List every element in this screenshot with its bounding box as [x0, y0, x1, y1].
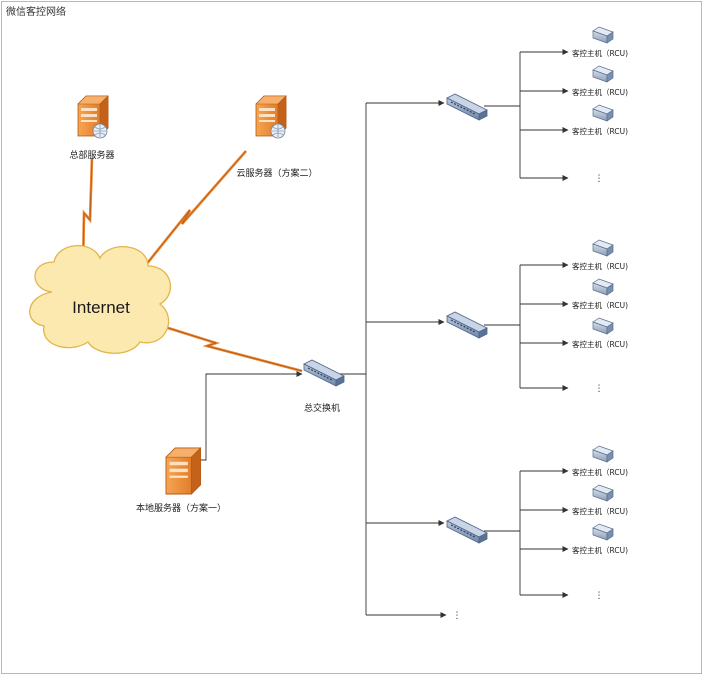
rcu-device-icon: [592, 484, 614, 502]
hq-server-label: 总部服务器: [69, 149, 114, 161]
local-server-label: 本地服务器（方案一）: [136, 502, 226, 514]
connector-lines: [200, 49, 569, 618]
rcu-group-1: 客控主机（RCU) 客控主机（RCU) 客控主机（RCU) ⋮: [572, 26, 628, 184]
rcu-group-2: 客控主机（RCU) 客控主机（RCU) 客控主机（RCU) ⋮: [572, 239, 628, 394]
rcu-device-icon: [592, 523, 614, 541]
network-switch-icon: [303, 359, 345, 387]
rcu-group-3: 客控主机（RCU) 客控主机（RCU) 客控主机（RCU) ⋮: [572, 445, 628, 601]
rcu-label: 客控主机（RCU): [572, 506, 628, 516]
cloud-icon: Internet: [29, 245, 171, 354]
rcu-label: 客控主机（RCU): [572, 545, 628, 555]
rcu-label: 客控主机（RCU): [572, 48, 628, 58]
main-switch-label: 总交换机: [304, 402, 340, 414]
network-switch-icon: [446, 311, 488, 339]
rcu-device-icon: [592, 104, 614, 122]
ellipsis-marker: ⋮: [595, 384, 604, 394]
rcu-device-icon: [592, 445, 614, 463]
internet-label: Internet: [72, 298, 130, 317]
rcu-label: 客控主机（RCU): [572, 467, 628, 477]
rcu-device-icon: [592, 26, 614, 44]
server-icon: [165, 447, 202, 495]
rcu-device-icon: [592, 317, 614, 335]
rcu-device-icon: [592, 239, 614, 257]
rcu-label: 客控主机（RCU): [572, 261, 628, 271]
diagram-title: 微信客控网络: [6, 7, 66, 18]
ellipsis-marker: ⋮: [595, 174, 604, 184]
rcu-device-icon: [592, 65, 614, 83]
network-switch-icon: [446, 93, 488, 121]
rcu-device-icon: [592, 278, 614, 296]
rcu-label: 客控主机（RCU): [572, 126, 628, 136]
link-local-server-to-switch: [200, 371, 303, 461]
cloud-server: 云服务器（方案二）: [236, 95, 318, 179]
rcu-label: 客控主机（RCU): [572, 300, 628, 310]
hq-server: 总部服务器: [69, 95, 115, 161]
local-server: 本地服务器（方案一）: [136, 447, 226, 514]
rcu-label: 客控主机（RCU): [572, 339, 628, 349]
network-switch-icon: [446, 516, 488, 544]
ellipsis-marker: ⋮: [595, 591, 604, 601]
rcu-label: 客控主机（RCU): [572, 87, 628, 97]
main-switch: 总交换机: [303, 359, 345, 414]
ellipsis-marker: ⋮: [453, 611, 462, 621]
cloud-server-label: 云服务器（方案二）: [236, 167, 317, 179]
